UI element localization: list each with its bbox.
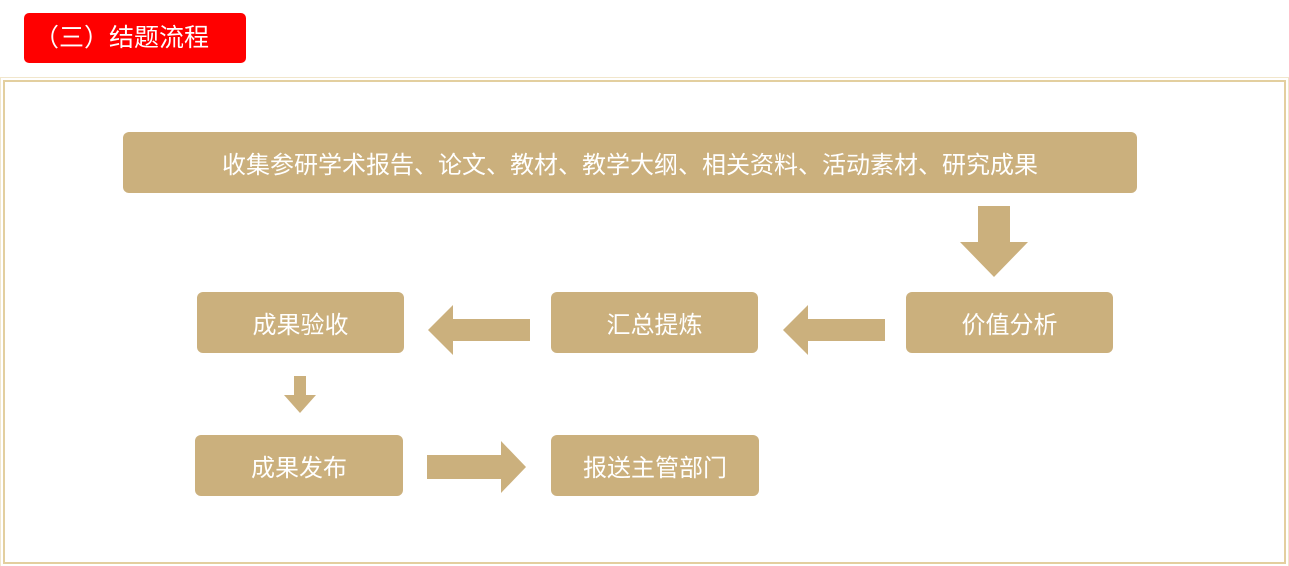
section-title-badge: （三）结题流程 [24, 13, 246, 63]
step-report-box: 报送主管部门 [551, 435, 759, 496]
step-collect-label: 收集参研学术报告、论文、教材、教学大纲、相关资料、活动素材、研究成果 [222, 151, 1038, 179]
step-value-analysis-label: 价值分析 [961, 311, 1058, 339]
arrow-left-1 [782, 304, 886, 356]
step-release-box: 成果发布 [195, 435, 403, 496]
arrow-down-icon [284, 376, 316, 413]
arrow-down-icon [960, 206, 1028, 277]
arrow-left-2 [427, 304, 531, 356]
step-release-label: 成果发布 [251, 454, 347, 482]
section-title: （三）结题流程 [34, 23, 210, 52]
arrow-right-icon [427, 441, 526, 493]
arrow-left-icon [783, 305, 885, 355]
step-value-analysis-box: 价值分析 [906, 292, 1113, 353]
step-summarize-label: 汇总提炼 [606, 311, 703, 339]
arrow-down-2 [283, 376, 317, 414]
step-acceptance-box: 成果验收 [197, 292, 404, 353]
arrow-down-1 [958, 206, 1030, 278]
step-collect-box: 收集参研学术报告、论文、教材、教学大纲、相关资料、活动素材、研究成果 [123, 132, 1137, 193]
step-report-label: 报送主管部门 [583, 454, 727, 482]
arrow-right-1 [427, 440, 527, 494]
step-acceptance-label: 成果验收 [252, 311, 349, 339]
step-summarize-box: 汇总提炼 [551, 292, 758, 353]
arrow-left-icon [428, 305, 530, 355]
